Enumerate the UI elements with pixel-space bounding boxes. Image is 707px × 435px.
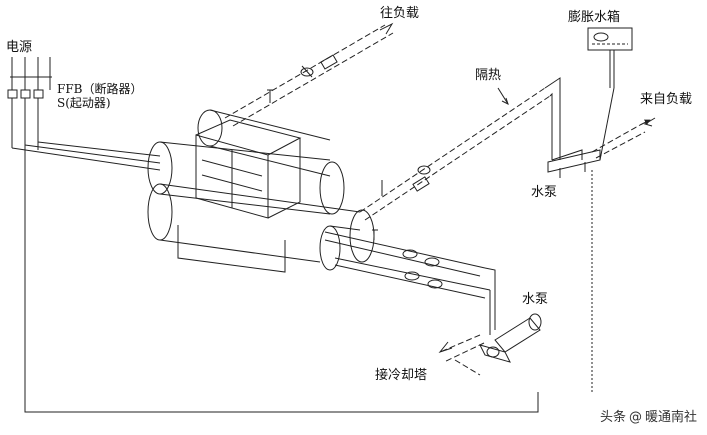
label-pump-upper: 水泵 (531, 185, 558, 200)
label-pump-lower: 水泵 (522, 292, 549, 307)
label-from-load: 来自负载 (640, 92, 693, 107)
pipe-to-load (224, 24, 394, 127)
label-to-load: 往负载 (380, 6, 420, 21)
valve-to-load (267, 54, 338, 103)
label-power: 电源 (6, 40, 33, 55)
watermark-account: 暖通南社 (644, 410, 697, 425)
pipe-cooling-tower (324, 229, 496, 376)
pump-lower (479, 313, 542, 363)
label-to-cooling-tower: 接冷却塔 (375, 368, 428, 383)
pipe-from-load (359, 77, 583, 221)
label-expansion-tank: 膨胀水箱 (568, 10, 621, 25)
watermark-at: @ (628, 410, 642, 425)
label-insulation: 隔热 (475, 68, 502, 83)
power-wiring (7, 57, 539, 413)
flow-arrows (379, 22, 656, 354)
expansion-tank (587, 27, 633, 394)
chiller-unit (147, 109, 375, 273)
watermark-source: 头条 (599, 410, 626, 425)
insulation-indicator (497, 87, 509, 105)
pump-upper (547, 119, 651, 178)
label-starter: S(起动器) (57, 96, 111, 110)
label-ffb-circuit-breaker: FFB（断路器） (57, 82, 143, 96)
watermark: 头条@暖通南社 (600, 406, 697, 425)
